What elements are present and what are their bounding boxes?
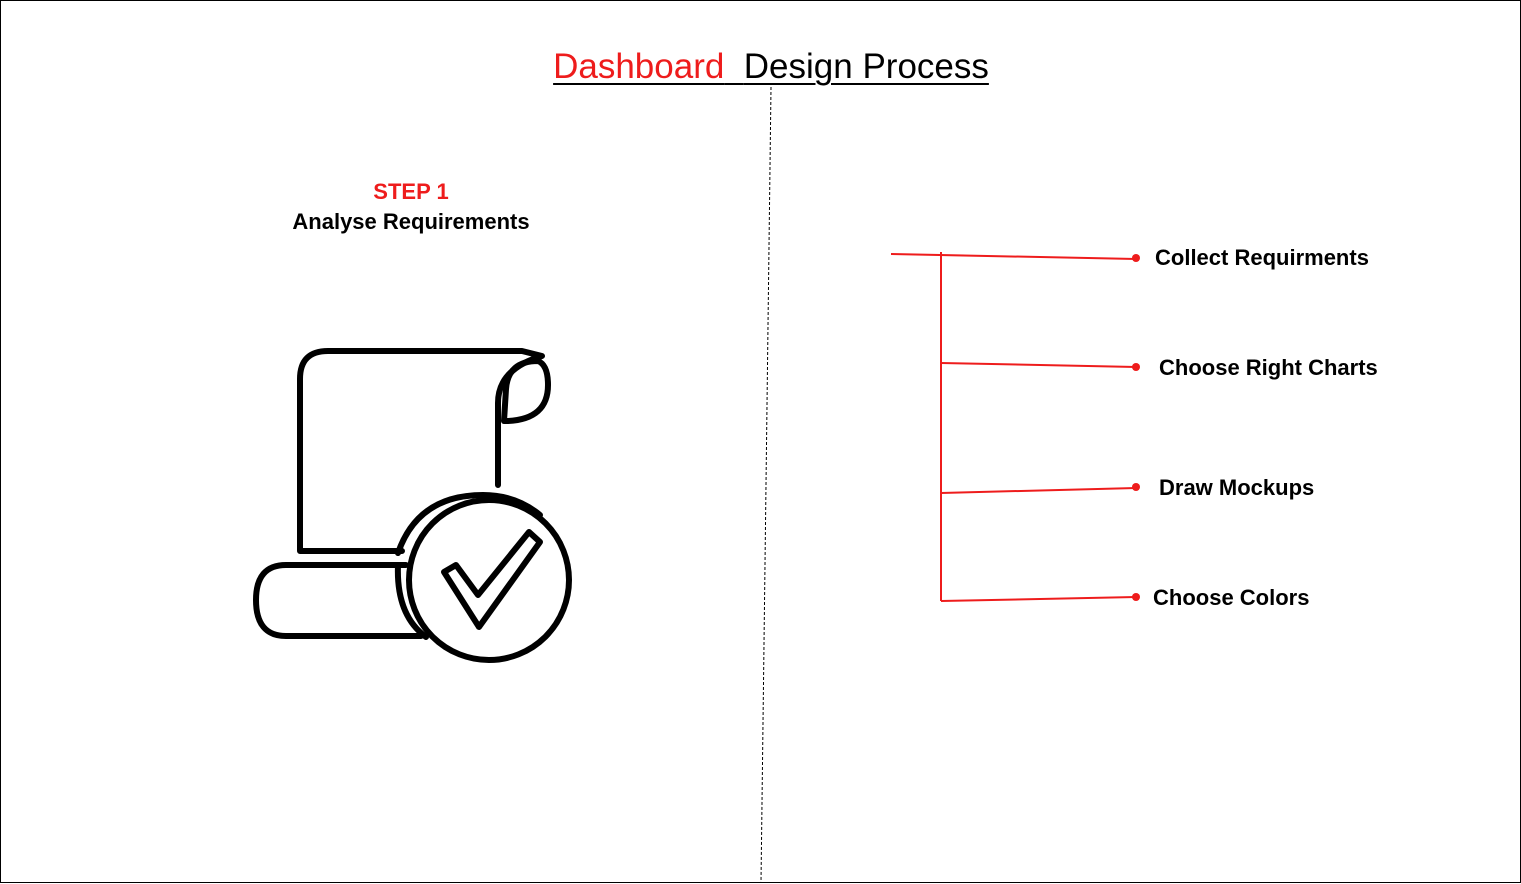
scroll-with-checkmark-icon [246, 339, 581, 674]
title-rest: Design Process [743, 47, 989, 86]
page-title: Dashboard Design Process [1, 45, 1521, 89]
branch-draw-mockups: Draw Mockups [1159, 475, 1315, 500]
step-title: Analyse Requirements [292, 209, 530, 234]
step-label: STEP 1 [373, 179, 449, 204]
branch-dot [1132, 593, 1140, 601]
branch-dot [1132, 254, 1140, 262]
title-highlight: Dashboard [553, 47, 725, 86]
branch-collect-requirements: Collect Requirments [1155, 245, 1369, 270]
branch-dot [1132, 363, 1140, 371]
branch-dot [1132, 483, 1140, 491]
branch-choose-right-charts: Choose Right Charts [1159, 355, 1378, 380]
branch-choose-colors: Choose Colors [1153, 585, 1310, 610]
